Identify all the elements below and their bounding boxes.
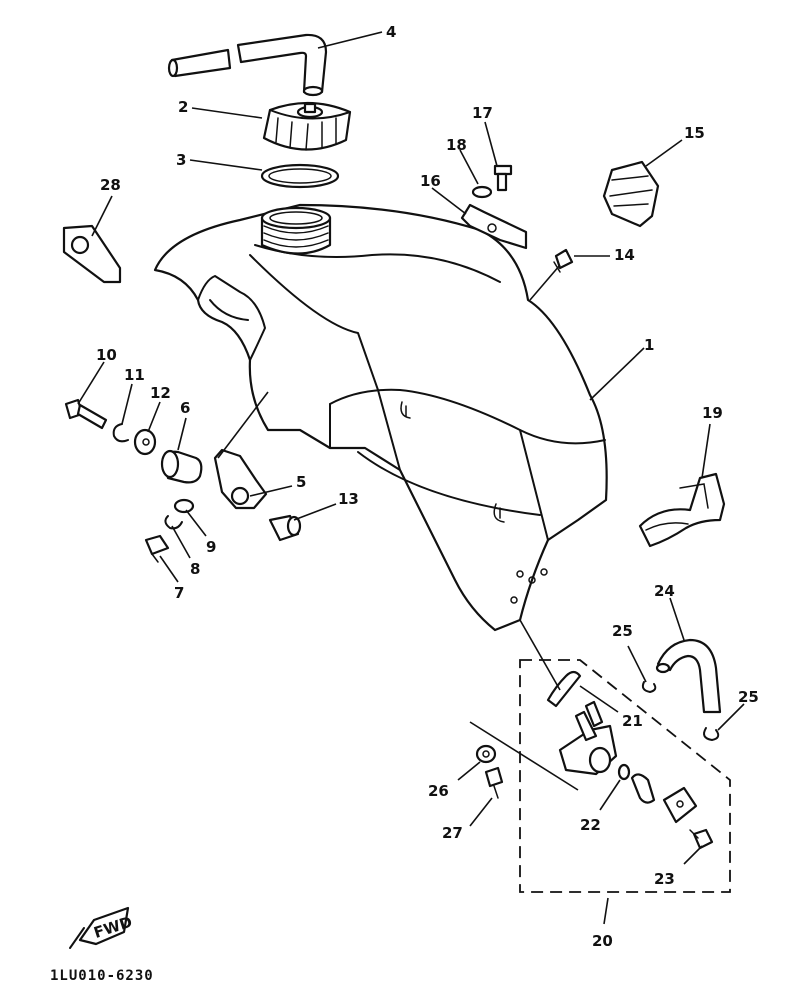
callout-19: 19 (702, 404, 723, 422)
alignment-line-cock (519, 619, 561, 691)
leader-lines (77, 31, 745, 925)
callout-11: 11 (124, 366, 145, 384)
callout-10: 10 (96, 346, 117, 364)
part-bracket-bolt (493, 164, 513, 192)
part-breather-hose (167, 33, 328, 97)
part-mount-bolt (64, 398, 108, 430)
callout-12: 12 (150, 384, 171, 402)
part-fuel-cock-oring (617, 763, 631, 781)
part-hose-clip-upper (641, 681, 657, 693)
callout-2: 2 (178, 98, 188, 116)
callout-15: 15 (684, 124, 705, 142)
callout-3: 3 (176, 151, 186, 169)
callout-26: 26 (428, 782, 449, 800)
callout-25-upper: 25 (612, 622, 633, 640)
part-fuel-cock-screw (689, 828, 714, 850)
part-fuel-hose (655, 638, 722, 714)
alignment-line-mount (217, 391, 269, 459)
part-mount-stay (213, 448, 268, 510)
part-mount-washer-9 (173, 498, 195, 514)
part-damper-pad (602, 160, 660, 228)
part-fuel-cap (262, 101, 352, 151)
callout-7: 7 (174, 584, 184, 602)
callout-8: 8 (190, 560, 200, 578)
part-fuel-cock-packing (630, 773, 656, 804)
part-front-bracket (460, 203, 528, 250)
callout-18: 18 (446, 136, 467, 154)
part-bolt-14 (553, 248, 574, 273)
part-cock-washer (475, 744, 497, 764)
fuel-cock-group-outline (519, 659, 731, 893)
callout-1: 1 (644, 336, 654, 354)
callout-4: 4 (386, 23, 396, 41)
callout-14: 14 (614, 246, 635, 264)
callout-25-lower: 25 (738, 688, 759, 706)
callout-24: 24 (654, 582, 675, 600)
part-cock-bolt (484, 766, 504, 799)
part-bracket-washer (471, 185, 493, 199)
fwd-arrow-icon: FWD (69, 906, 134, 949)
part-cap-gasket (260, 163, 340, 189)
callout-21: 21 (622, 712, 643, 730)
callout-22: 22 (580, 816, 601, 834)
callout-20: 20 (592, 932, 613, 950)
part-mount-collar (268, 514, 302, 542)
callout-13: 13 (338, 490, 359, 508)
callout-27: 27 (442, 824, 463, 842)
callout-9: 9 (206, 538, 216, 556)
drawing-code: 1LU010-6230 (50, 968, 154, 984)
alignment-line-bolt (469, 721, 579, 791)
callout-23: 23 (654, 870, 675, 888)
part-mount-lockwasher (164, 515, 183, 530)
part-fuel-cock-plate (662, 786, 698, 824)
part-mount-washer (133, 428, 157, 456)
part-fuel-tank (153, 203, 608, 632)
part-mount-damper (160, 449, 203, 484)
part-mount-circlip (112, 423, 129, 443)
alignment-line-bracket (529, 264, 561, 301)
callout-16: 16 (420, 172, 441, 190)
part-rear-bracket (638, 472, 726, 548)
part-side-bracket (62, 224, 122, 284)
callout-6: 6 (180, 399, 190, 417)
callout-17: 17 (472, 104, 493, 122)
callout-5: 5 (296, 473, 306, 491)
part-hose-clip-lower (703, 727, 720, 741)
part-fuel-cock (546, 670, 618, 776)
part-mount-bolt-7 (144, 534, 170, 563)
callout-28: 28 (100, 176, 121, 194)
